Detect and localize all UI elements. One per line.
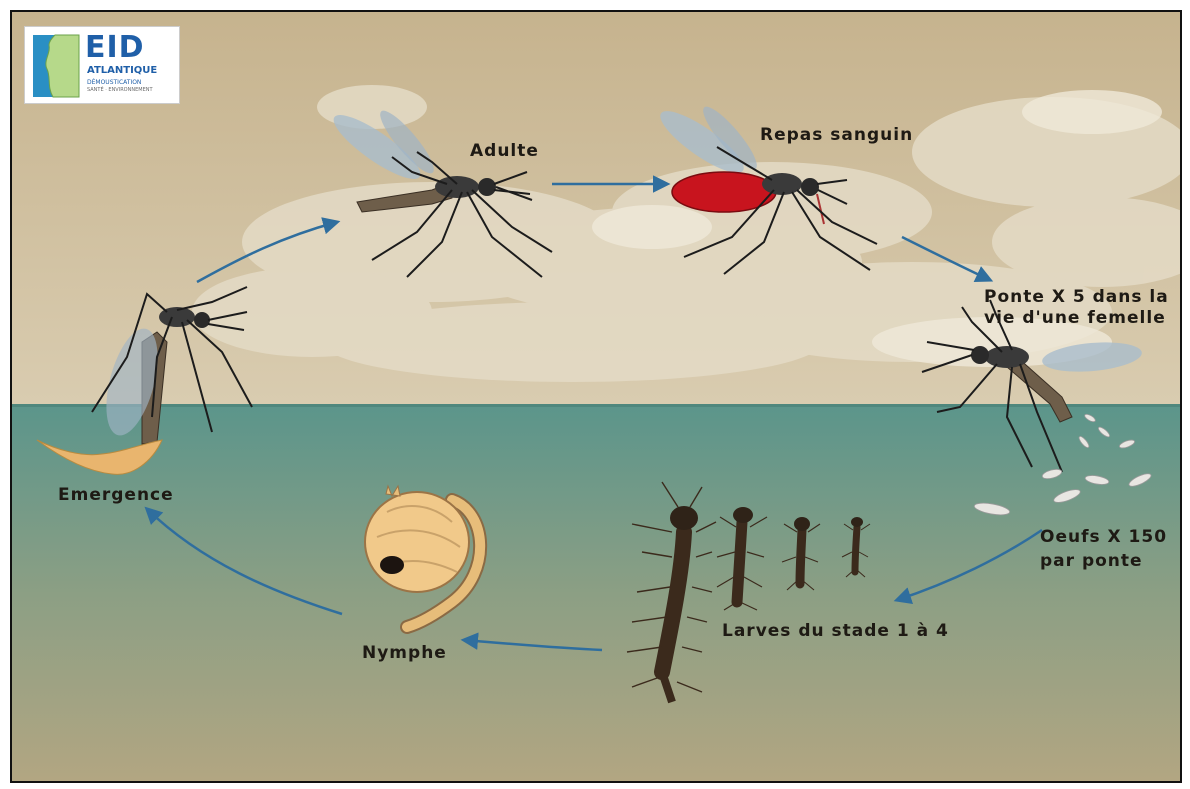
logo-name: EID (85, 33, 145, 63)
label-laying-line1: Ponte X 5 dans la (984, 286, 1169, 308)
water-background (12, 404, 1182, 783)
label-adult: Adulte (470, 140, 539, 162)
label-larvae: Larves du stade 1 à 4 (722, 620, 949, 642)
label-eggs-line2: par ponte (1040, 550, 1143, 572)
label-emergence: Emergence (58, 484, 174, 506)
label-laying-line2: vie d'une femelle (984, 307, 1166, 329)
logo-tagline: DÉMOUSTICATION (87, 79, 141, 86)
life-cycle-diagram: EID ATLANTIQUE DÉMOUSTICATION SANTÉ · EN… (10, 10, 1182, 783)
eid-logo: EID ATLANTIQUE DÉMOUSTICATION SANTÉ · EN… (24, 26, 180, 104)
label-pupa: Nymphe (362, 642, 447, 664)
logo-tagline-secondary: SANTÉ · ENVIRONNEMENT (87, 87, 153, 93)
logo-subtitle: ATLANTIQUE (87, 65, 157, 76)
label-blood-meal: Repas sanguin (760, 124, 913, 146)
label-eggs-line1: Oeufs X 150 (1040, 526, 1167, 548)
scene-illustration (12, 12, 1182, 783)
